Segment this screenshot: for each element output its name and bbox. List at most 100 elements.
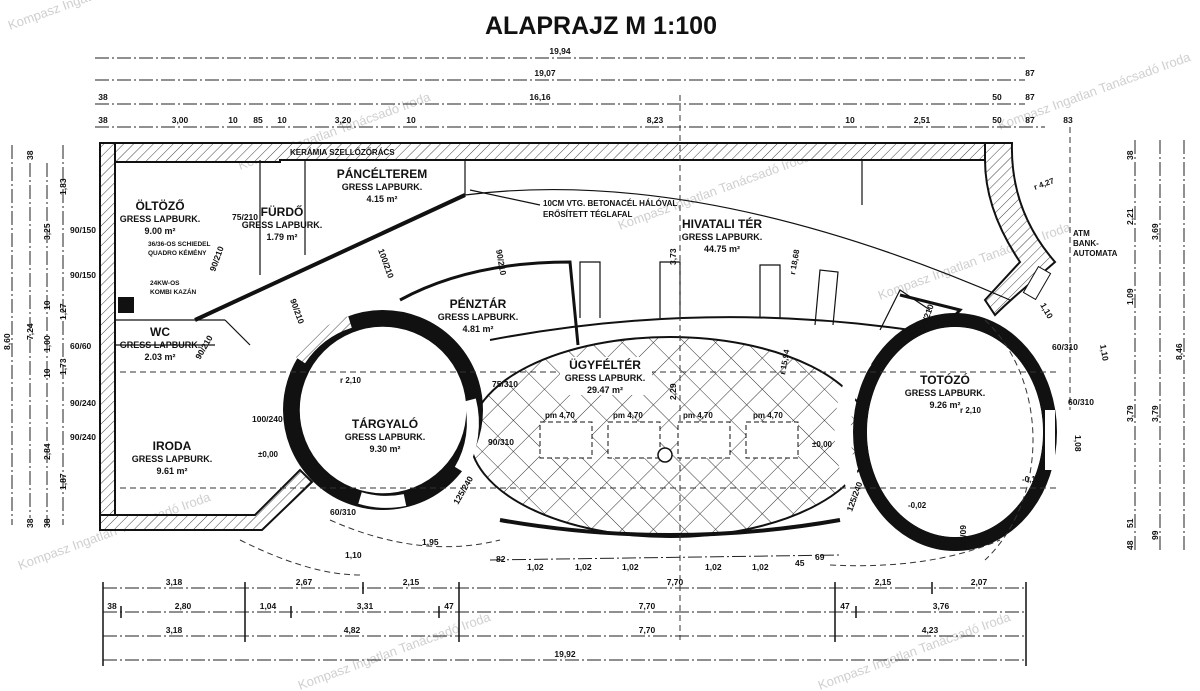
- dim-label: 7,24: [25, 323, 35, 340]
- room-iroda: IRODA GRESS LAPBURK. 9.61 m²: [132, 439, 213, 476]
- opening-label: 90/150: [70, 270, 96, 280]
- dim-label: 69: [815, 552, 825, 562]
- right-dimensions: 38 2,21 1,09 3,79 51 48 3,69 3,79 99 8,4…: [1125, 140, 1185, 552]
- dim-label: 85: [253, 115, 263, 125]
- dim-label: 87: [1025, 92, 1035, 102]
- room-name: TÁRGYALÓ: [352, 416, 418, 431]
- radius-mark: r 15,94: [778, 348, 791, 375]
- dim-label: 2,07: [971, 577, 988, 587]
- watermark-text: Kompasz Ingatlan Tanácsadó Iroda: [6, 0, 203, 33]
- note-atm: AUTOMATA: [1073, 249, 1118, 258]
- dim-label: 1,95: [422, 537, 439, 547]
- room-targyalo: TÁRGYALÓ GRESS LAPBURK. 9.30 m²: [345, 416, 426, 454]
- dim-label: 82: [496, 554, 506, 564]
- opening-label: 90/240: [70, 398, 96, 408]
- dim-label: 1,02: [575, 562, 592, 572]
- room-name: ÖLTÖZŐ: [135, 198, 184, 213]
- door-tag: 90/310: [488, 437, 514, 447]
- inner-dim: 1,10: [1098, 344, 1111, 362]
- dim-label: 1,16: [960, 535, 977, 545]
- door-tag: 60/310: [958, 525, 968, 551]
- dim-label: 4,82: [344, 625, 361, 635]
- counter-pm: pm 4,70: [683, 411, 713, 420]
- dim-label: 51: [1125, 518, 1135, 528]
- annotations: KERÁMIA SZELLŐZŐRÁCS 10CM VTG. BETONACÉL…: [118, 148, 1118, 510]
- dim-label: 3,00: [172, 115, 189, 125]
- dim-label: 48: [1125, 540, 1135, 550]
- top-dimensions: 19,94 19,07 87 38 16,16 50 87 38 3,00 10…: [95, 46, 1073, 128]
- dim-label: 99: [1150, 530, 1160, 540]
- dim-label: 2,67: [296, 577, 313, 587]
- room-floor: GRESS LAPBURK.: [905, 388, 986, 398]
- dim-label: 19,07: [534, 68, 556, 78]
- level-mark: -0,17: [1022, 475, 1041, 484]
- room-area: 9.30 m²: [369, 444, 400, 454]
- level-mark: ±0,00: [812, 440, 833, 449]
- dim-label: 10: [42, 300, 52, 310]
- room-name: IRODA: [153, 439, 192, 453]
- note-ceramic-vent: KERÁMIA SZELLŐZŐRÁCS: [290, 148, 395, 157]
- counter-pm: pm 4,70: [613, 411, 643, 420]
- room-floor: GRESS LAPBURK.: [342, 182, 423, 192]
- room-ugyfelter: ÜGYFÉLTÉR GRESS LAPBURK. 29.47 m²: [560, 357, 652, 395]
- room-area: 29.47 m²: [587, 385, 623, 395]
- walls: [99, 142, 1057, 531]
- left-dimensions: 8,60 7,24 38 3,25 10 1,00 10 2,84 38 38 …: [2, 145, 96, 528]
- customer-area-floor: [469, 336, 871, 538]
- dim-label: 2,80: [175, 601, 192, 611]
- room-pancelterem: PÁNCÉLTEREM GRESS LAPBURK. 4.15 m²: [337, 166, 427, 204]
- note-atm: BANK-: [1073, 239, 1099, 248]
- dim-label: 47: [444, 601, 454, 611]
- dim-label: 16,16: [529, 92, 551, 102]
- room-floor: GRESS LAPBURK.: [242, 220, 323, 230]
- dim-label: 87: [1025, 115, 1035, 125]
- dim-label: 1,02: [622, 562, 639, 572]
- room-area: 9.00 m²: [144, 226, 175, 236]
- dim-label: 2,21: [1125, 208, 1135, 225]
- room-wc: WC GRESS LAPBURK. 2.03 m²: [120, 325, 201, 362]
- dim-label: 87: [1025, 68, 1035, 78]
- dim-label: 10: [406, 115, 416, 125]
- dim-label: 38: [98, 92, 108, 102]
- watermark-text: Kompasz Ingatlan Tanácsadó Iroda: [816, 609, 1013, 691]
- boiler-icon: [118, 297, 134, 313]
- door-tag: 90/210: [494, 249, 508, 277]
- dim-label: 2,15: [403, 577, 420, 587]
- room-floor: GRESS LAPBURK.: [345, 432, 426, 442]
- radius-mark: r 4,27: [1033, 176, 1056, 192]
- room-area: 9.26 m²: [929, 400, 960, 410]
- atm-icon: [1022, 265, 1052, 301]
- dim-label: 45: [795, 558, 805, 568]
- column-icon: [657, 447, 673, 463]
- room-area: 4.81 m²: [462, 324, 493, 334]
- room-floor: GRESS LAPBURK.: [120, 214, 201, 224]
- dim-label: 2,84: [42, 443, 52, 460]
- dim-label: 3,20: [335, 115, 352, 125]
- watermark-text: Kompasz Ingatlan Tanácsadó Iroda: [296, 609, 493, 691]
- dim-label: 3,76: [933, 601, 950, 611]
- door-tag: 60/310: [1052, 342, 1078, 352]
- dim-label: 7,70: [667, 577, 684, 587]
- room-area: 9.61 m²: [156, 466, 187, 476]
- room-name: ÜGYFÉLTÉR: [569, 357, 641, 372]
- radius-mark: r 2,10: [340, 376, 361, 385]
- counter-desk: [607, 421, 661, 459]
- room-name: TOTÓZÓ: [920, 372, 970, 387]
- door-tag: 100/240: [252, 414, 283, 424]
- room-hivatali-ter: HIVATALI TÉR GRESS LAPBURK. 44.75 m²: [682, 216, 763, 254]
- dim-label: 1,02: [705, 562, 722, 572]
- door-tag: 60/310: [330, 507, 356, 517]
- door-tag: 75/210: [232, 212, 258, 222]
- dim-label: 1,27: [58, 303, 68, 320]
- dim-label: 1,02: [527, 562, 544, 572]
- dim-label: 38: [107, 601, 117, 611]
- dim-label: 38: [42, 518, 52, 528]
- room-name: FÜRDŐ: [261, 204, 304, 219]
- dim-label: 1,09: [1125, 288, 1135, 305]
- dim-label: 38: [98, 115, 108, 125]
- level-mark: -0,02: [908, 501, 927, 510]
- dim-label: 4,23: [922, 625, 939, 635]
- opening-label: 90/150: [70, 225, 96, 235]
- room-floor: GRESS LAPBURK.: [438, 312, 519, 322]
